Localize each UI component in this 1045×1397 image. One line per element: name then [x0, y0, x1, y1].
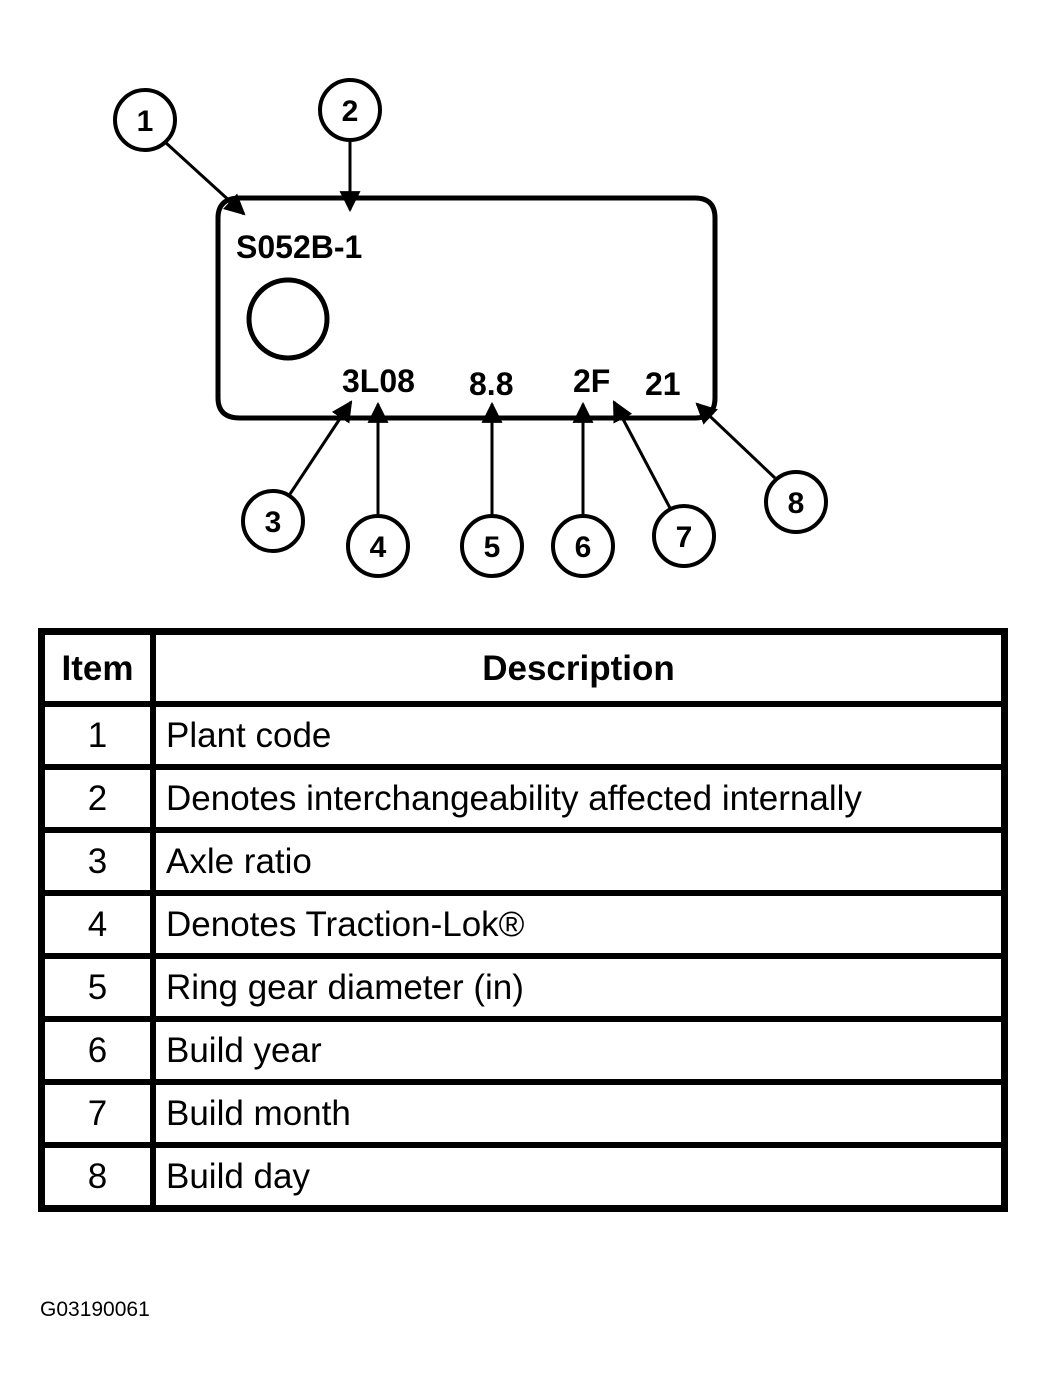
row-item: 5 [42, 956, 153, 1019]
tag-ratio-code: 3L08 [342, 363, 415, 399]
row-item: 8 [42, 1145, 153, 1208]
callout-4-label: 4 [370, 531, 387, 564]
row-description: Denotes Traction-Lok® [153, 893, 1004, 956]
row-description: Build month [153, 1082, 1004, 1145]
leader-arrow-8 [695, 402, 777, 480]
figure-id: G03190061 [40, 1298, 150, 1321]
callout-5: 5 [460, 514, 524, 578]
callout-1-label: 1 [137, 105, 154, 138]
callout-5-label: 5 [484, 531, 501, 564]
table-row: 3 Axle ratio [42, 830, 1004, 893]
axle-tag-diagram: S052B-1 3L08 8.8 2F 21 1 2 3 4 5 6 7 8 [113, 78, 828, 578]
table-row: 4 Denotes Traction-Lok® [42, 893, 1004, 956]
callout-6-label: 6 [575, 531, 592, 564]
callout-7-label: 7 [676, 521, 693, 554]
table-row: 5 Ring gear diameter (in) [42, 956, 1004, 1019]
table-row: 8 Build day [42, 1145, 1004, 1208]
tag-day: 21 [645, 366, 681, 402]
header-description: Description [153, 632, 1004, 704]
tag-ring-gear: 8.8 [469, 366, 513, 402]
callout-7: 7 [652, 504, 716, 568]
callout-3-label: 3 [265, 506, 282, 539]
row-description: Build year [153, 1019, 1004, 1082]
callout-2: 2 [318, 78, 382, 142]
row-item: 4 [42, 893, 153, 956]
tag-part-number: S052B-1 [236, 229, 362, 265]
tag-year-month: 2F [573, 363, 610, 399]
table-row: 7 Build month [42, 1082, 1004, 1145]
leader-arrow-7 [612, 400, 672, 509]
callout-4: 4 [346, 514, 410, 578]
table-row: 6 Build year [42, 1019, 1004, 1082]
row-description: Axle ratio [153, 830, 1004, 893]
callout-1: 1 [113, 88, 177, 152]
row-item: 7 [42, 1082, 153, 1145]
row-item: 6 [42, 1019, 153, 1082]
table-row: 1 Plant code [42, 704, 1004, 767]
callout-3: 3 [241, 489, 305, 553]
callout-8: 8 [764, 470, 828, 534]
callout-2-label: 2 [342, 95, 359, 128]
row-item: 2 [42, 767, 153, 830]
header-item: Item [42, 632, 153, 704]
row-description: Denotes interchangeability affected inte… [153, 767, 1004, 830]
row-description: Plant code [153, 704, 1004, 767]
leader-arrow-3 [288, 400, 353, 495]
row-item: 1 [42, 704, 153, 767]
row-description: Ring gear diameter (in) [153, 956, 1004, 1019]
tag-mounting-hole [246, 277, 330, 361]
callout-6: 6 [551, 514, 615, 578]
table-header-row: Item Description [42, 632, 1004, 704]
legend-table: Item Description 1 Plant code 2 Denotes … [38, 628, 1008, 1212]
table-row: 2 Denotes interchangeability affected in… [42, 767, 1004, 830]
row-item: 3 [42, 830, 153, 893]
callout-8-label: 8 [788, 487, 805, 520]
leader-arrow-1 [163, 140, 246, 216]
row-description: Build day [153, 1145, 1004, 1208]
